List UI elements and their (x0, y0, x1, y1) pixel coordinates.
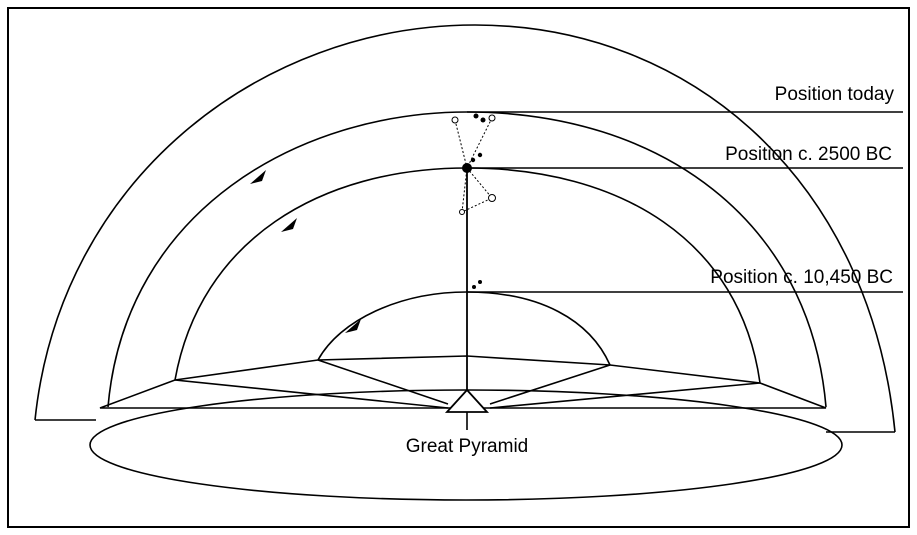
label-position-2500bc: Position c. 2500 BC (725, 144, 892, 165)
pyramid-icon (447, 390, 487, 412)
star-icon (462, 163, 472, 173)
star-icon (489, 115, 495, 121)
star-icon (474, 114, 479, 119)
outer-arc (35, 25, 895, 432)
star-icon (481, 118, 486, 123)
star-icon (478, 153, 482, 157)
arc-position-10450bc (318, 292, 610, 365)
star-icon (460, 210, 465, 215)
star-group (452, 114, 496, 290)
arrowhead-icon (345, 319, 361, 333)
star-icon (472, 285, 476, 289)
label-position-today: Position today (775, 84, 895, 105)
star-icon (478, 280, 482, 284)
arrowhead-icon (281, 218, 297, 232)
constellation-lines (455, 118, 492, 212)
star-icon (452, 117, 458, 123)
arrow-group (250, 170, 361, 333)
label-great-pyramid: Great Pyramid (406, 436, 528, 457)
star-icon (471, 158, 475, 162)
star-icon (489, 195, 496, 202)
label-position-10450bc: Position c. 10,450 BC (710, 267, 893, 288)
